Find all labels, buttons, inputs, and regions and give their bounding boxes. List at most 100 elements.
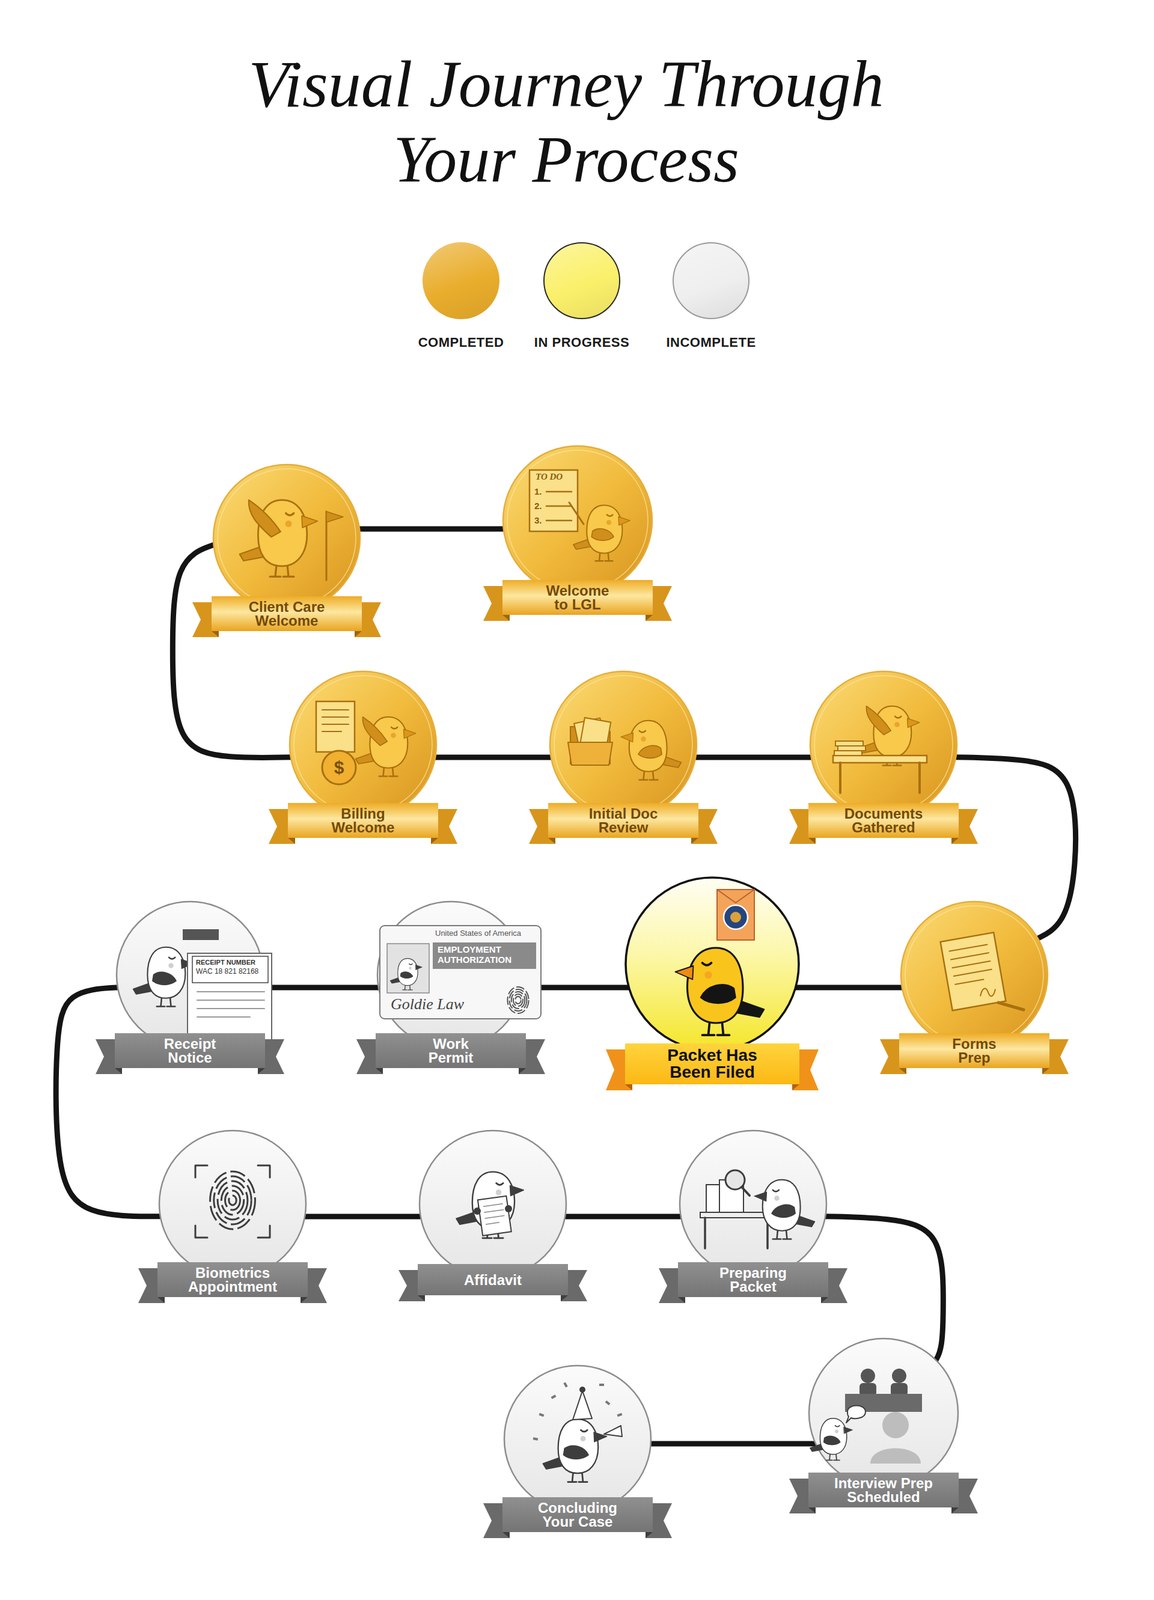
bird xyxy=(810,1418,853,1461)
bird xyxy=(456,1172,524,1239)
label-holder: Goldie Law xyxy=(390,995,465,1014)
fingerprint-ridge xyxy=(507,986,529,1014)
bird-cheek xyxy=(495,1189,502,1196)
ribbon-band xyxy=(502,580,653,615)
step-label: Billing Welcome xyxy=(317,806,409,835)
step-node: Receipt Notice xyxy=(95,901,285,1075)
bird xyxy=(390,958,422,990)
legend-item: COMPLETED xyxy=(394,242,528,351)
legend-item: IN PROGRESS xyxy=(515,242,648,351)
step-label: Initial Doc Review xyxy=(578,806,669,835)
applicant-head xyxy=(882,1411,909,1439)
bird-wing xyxy=(563,1445,589,1459)
bird-beak xyxy=(843,1426,853,1434)
badge-disc xyxy=(503,445,653,596)
bird-body xyxy=(397,958,418,986)
legend-swatch xyxy=(422,242,500,320)
label-holder: WAC 18 821 82168 xyxy=(195,967,259,977)
step-label: Receipt Notice xyxy=(153,1036,226,1065)
ribbon-fold xyxy=(625,1084,633,1091)
bird-body xyxy=(819,1418,847,1455)
ribbon-band xyxy=(625,1043,800,1085)
bird-cheek xyxy=(606,519,612,525)
bird-body xyxy=(762,1179,801,1231)
step-node: Preparing Packet xyxy=(658,1130,848,1304)
step-badge xyxy=(504,1365,651,1513)
ribbon-band xyxy=(502,1497,653,1533)
ribbon-fold xyxy=(645,614,653,621)
ribbon-band xyxy=(287,802,439,838)
step-badge xyxy=(503,445,653,596)
bird-beak xyxy=(754,1191,767,1201)
badge-rim xyxy=(814,675,953,814)
fingerprint-ridge xyxy=(228,1195,237,1206)
form-lines xyxy=(949,944,994,984)
hat-pom xyxy=(579,1386,586,1393)
pointer xyxy=(569,502,584,525)
label-holder: 3. xyxy=(534,515,543,526)
badge-rim xyxy=(507,450,648,591)
legend-swatch xyxy=(543,242,621,320)
step-badge xyxy=(419,1130,567,1278)
envelope xyxy=(717,889,755,941)
legend-label: IN PROGRESS xyxy=(515,334,648,351)
todo-board xyxy=(529,470,578,532)
bird-wing xyxy=(866,706,891,736)
desk-top xyxy=(700,1212,773,1218)
badge-disc xyxy=(679,1130,827,1278)
ribbon-fold xyxy=(354,631,362,638)
ribbon-fold xyxy=(548,837,556,844)
journey-path xyxy=(357,526,506,532)
fingerprint-ridge xyxy=(515,996,522,1004)
step-node: Packet Has Been Filed xyxy=(605,877,819,1091)
receipt-number: WAC 18 821 82168 xyxy=(195,967,259,977)
todo-lines xyxy=(546,491,572,521)
step-label: Documents Gathered xyxy=(829,806,938,835)
step-badge xyxy=(810,671,957,819)
ribbon-band xyxy=(677,1262,829,1298)
card-signature: Goldie Law xyxy=(390,995,465,1014)
step-label: Client Care Welcome xyxy=(226,599,347,628)
bird-wing xyxy=(823,1435,841,1445)
journey-path xyxy=(649,1441,818,1447)
seal-core xyxy=(730,911,742,923)
ribbon-fold xyxy=(645,1532,653,1539)
bird-wing xyxy=(700,984,736,1003)
ribbon-fold xyxy=(430,837,439,844)
todo-heading: TO DO xyxy=(535,471,563,483)
hand xyxy=(504,1205,513,1213)
permit-band xyxy=(432,942,537,969)
label-holder: United States of America xyxy=(435,929,522,939)
permit-card xyxy=(379,925,541,1019)
bird-eye xyxy=(168,957,175,960)
ribbon-fold xyxy=(808,1507,816,1514)
card-country: United States of America xyxy=(435,929,522,939)
bird-beak xyxy=(675,965,694,980)
ribbon-fold xyxy=(677,1297,686,1304)
notice-lines xyxy=(197,991,265,1017)
bird-beak xyxy=(415,964,423,970)
bird xyxy=(239,500,318,577)
step-node: Forms Prep xyxy=(879,901,1069,1075)
step-label: Affidavit xyxy=(438,1273,547,1287)
ribbon-fold xyxy=(560,1295,568,1302)
bird-eye xyxy=(580,1429,588,1432)
fingerprint-ridge xyxy=(225,1190,241,1210)
ribbon-fold xyxy=(157,1297,165,1304)
judge-head xyxy=(891,1368,907,1383)
badge-disc xyxy=(810,671,957,819)
receipt-heading: RECEIPT NUMBER xyxy=(195,958,256,967)
bird-cheek xyxy=(390,732,397,739)
confetti xyxy=(599,1383,605,1387)
step-label: Biometrics Appointment xyxy=(178,1265,287,1294)
bird xyxy=(620,720,681,781)
bird-body xyxy=(873,706,912,758)
step-badge xyxy=(377,901,541,1049)
invoice xyxy=(316,701,355,752)
step-badge xyxy=(679,1130,827,1278)
bird-eye xyxy=(702,962,712,966)
bird xyxy=(133,947,194,1007)
desk-legs xyxy=(840,762,920,793)
journey-path xyxy=(302,1214,423,1220)
step-label: Work Permit xyxy=(420,1036,481,1065)
